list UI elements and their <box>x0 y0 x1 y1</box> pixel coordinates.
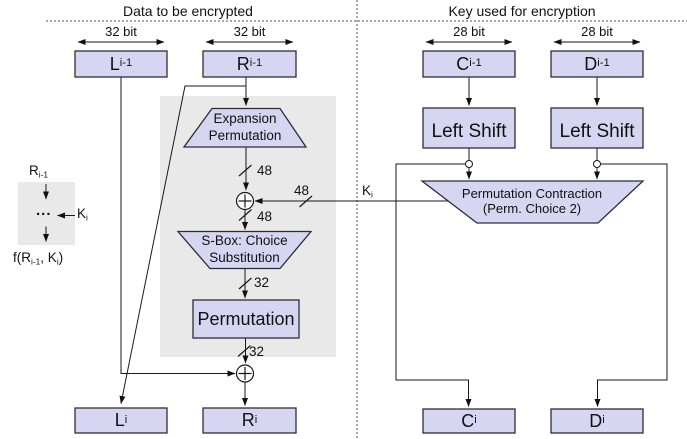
register-base: C <box>461 410 475 431</box>
label-expansion: Expansion Permutation <box>184 110 306 145</box>
legend-key-base: K <box>77 206 87 221</box>
register-sub: i <box>254 413 258 426</box>
slash-after-sbox <box>238 277 252 290</box>
legend-dots: ... <box>36 202 52 219</box>
bits-into-sbox: 48 <box>257 209 273 224</box>
register-sub: i-1 <box>597 57 610 70</box>
line-branch-to-cnext <box>395 163 472 407</box>
legend-key-sub: i <box>86 212 88 223</box>
dim-label-l: 32 bit <box>105 23 137 39</box>
box-left-shift-d <box>550 107 644 149</box>
subkey-sub: i <box>371 189 373 200</box>
bits-after-sbox: 32 <box>254 275 270 290</box>
register-base: L <box>114 410 125 430</box>
label-perm-contraction: Permutation Contraction (Perm. Choice 2) <box>440 185 624 217</box>
xor1-plus <box>238 194 252 208</box>
legend-output-p1: f(R <box>13 250 31 265</box>
label-left-shift-d: Left Shift <box>559 120 635 142</box>
perm-contraction-line1: Permutation Contraction <box>461 186 603 201</box>
bit-slashes <box>237 164 313 357</box>
box-r-next <box>202 407 297 434</box>
bits-after-expansion: 48 <box>257 163 273 178</box>
register-base: D <box>589 410 603 431</box>
register-sub: i-1 <box>119 57 133 70</box>
section-title-key: Key used for encryption <box>448 3 596 19</box>
register-base: D <box>584 53 598 74</box>
subkey-base: K <box>362 183 372 198</box>
perm-contraction-line2: (Perm. Choice 2) <box>482 201 582 216</box>
slash-key-line <box>299 195 313 208</box>
xor-nodes <box>235 160 601 383</box>
dim-label-r: 32 bit <box>233 23 266 39</box>
register-sub: i-1 <box>469 57 482 70</box>
legend-input-base: R <box>29 163 39 178</box>
boxes <box>74 50 645 434</box>
register-sub: i-1 <box>249 57 263 70</box>
label-sbox: S-Box: Choice Substitution <box>178 233 311 266</box>
line-lprev-to-xor2 <box>120 77 236 377</box>
legend-output-s1: i-1 <box>31 256 41 267</box>
xor2-plus <box>238 367 252 380</box>
box-c-prev <box>422 50 516 78</box>
branch-dot-d <box>593 160 601 168</box>
connectors <box>43 77 668 407</box>
register-sub: i <box>474 414 477 427</box>
section-title-data: Data to be encrypted <box>123 3 253 19</box>
slash-after-expansion <box>238 164 252 177</box>
bits-after-permutation: 32 <box>249 344 265 359</box>
box-d-prev <box>550 50 644 78</box>
box-l-prev <box>74 50 168 78</box>
trapezoid-perm-contraction <box>420 180 645 224</box>
legend-output-s2: i <box>56 256 59 267</box>
dim-label-d: 28 bit <box>581 23 613 39</box>
label-subkey: Ki <box>362 183 373 199</box>
register-base: L <box>109 53 120 74</box>
register-sub: i <box>124 413 128 426</box>
box-l-next <box>74 407 168 434</box>
line-branch-to-dnext <box>594 163 668 407</box>
expansion-line2: Permutation <box>208 127 282 143</box>
legend-input-label: Ri-1 <box>29 163 48 179</box>
box-d-next <box>550 408 644 434</box>
line-rprev-to-lnext <box>119 85 246 404</box>
trapezoid-expansion <box>182 107 308 148</box>
expansion-line1: Expansion <box>213 111 277 126</box>
register-base: R <box>241 410 255 430</box>
legend-output-label: f(Ri-1, Ki) <box>13 250 63 266</box>
register-base: C <box>456 53 470 74</box>
bits-key-into-xor: 48 <box>294 183 310 198</box>
box-left-shift-c <box>422 107 516 149</box>
slash-after-permutation <box>237 345 251 357</box>
label-permutation: Permutation <box>197 308 295 329</box>
slash-into-sbox <box>238 209 252 221</box>
legend-input-sub: i-1 <box>38 169 49 180</box>
legend-key-label: Ki <box>77 206 88 222</box>
register-base: R <box>236 53 250 74</box>
label-left-shift-c: Left Shift <box>431 120 507 142</box>
box-c-next <box>422 408 516 434</box>
dim-label-c: 28 bit <box>453 23 485 39</box>
sbox-line1: S-Box: Choice <box>201 233 288 248</box>
sbox-line2: Substitution <box>209 249 280 265</box>
trapezoid-sbox <box>176 230 313 270</box>
register-sub: i <box>602 414 605 427</box>
branch-dot-c <box>465 160 473 168</box>
box-permutation <box>192 299 300 339</box>
box-r-prev <box>202 50 297 78</box>
legend-output-p2: , K <box>40 250 57 265</box>
legend-output-p3: ) <box>58 250 64 265</box>
